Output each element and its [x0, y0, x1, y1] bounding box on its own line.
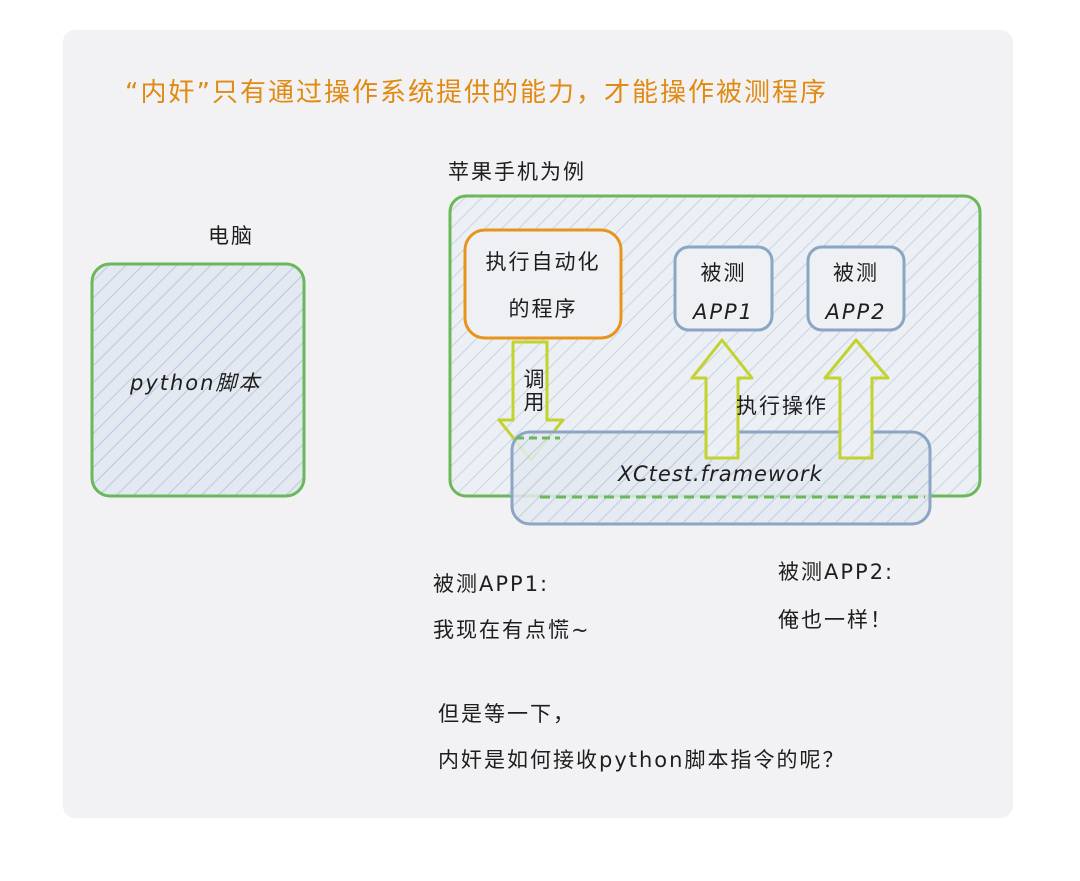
python-script-text: python脚本: [130, 371, 262, 395]
exec-arrow-label: 执行操作: [736, 394, 828, 418]
computer-label: 电脑: [208, 224, 254, 248]
app2-speech-text: 俺也一样！: [778, 608, 893, 632]
iphone-label: 苹果手机为例: [448, 160, 586, 184]
app1-speech-text: 我现在有点慌~: [433, 618, 591, 642]
app1-text-line2: APP1: [692, 300, 755, 324]
framework-label: XCtest.framework: [618, 462, 823, 486]
app2-box: [806, 245, 906, 332]
app1-speech-name: 被测APP1:: [433, 572, 550, 596]
exec-arrow-1: [690, 338, 754, 460]
app2-text-line1: 被测: [833, 261, 879, 285]
app2-text-line2: APP2: [825, 300, 887, 324]
app1-text-line1: 被测: [700, 261, 747, 285]
app2-speech-name: 被测APP2:: [778, 560, 895, 584]
diagram-title: “内奸”只有通过操作系统提供的能力，才能操作被测程序: [125, 78, 828, 108]
app1-box: [673, 245, 774, 332]
call-arrow-label: 调用: [521, 368, 545, 414]
automation-text-line1: 执行自动化: [485, 250, 601, 274]
question-line1: 但是等一下，: [438, 702, 576, 726]
question-line2: 内奸是如何接收python脚本指令的呢？: [438, 748, 846, 772]
automation-text-line2: 的程序: [508, 297, 578, 321]
exec-arrow-2: [823, 338, 890, 460]
computer-box: [90, 262, 306, 498]
automation-box: [463, 228, 623, 340]
